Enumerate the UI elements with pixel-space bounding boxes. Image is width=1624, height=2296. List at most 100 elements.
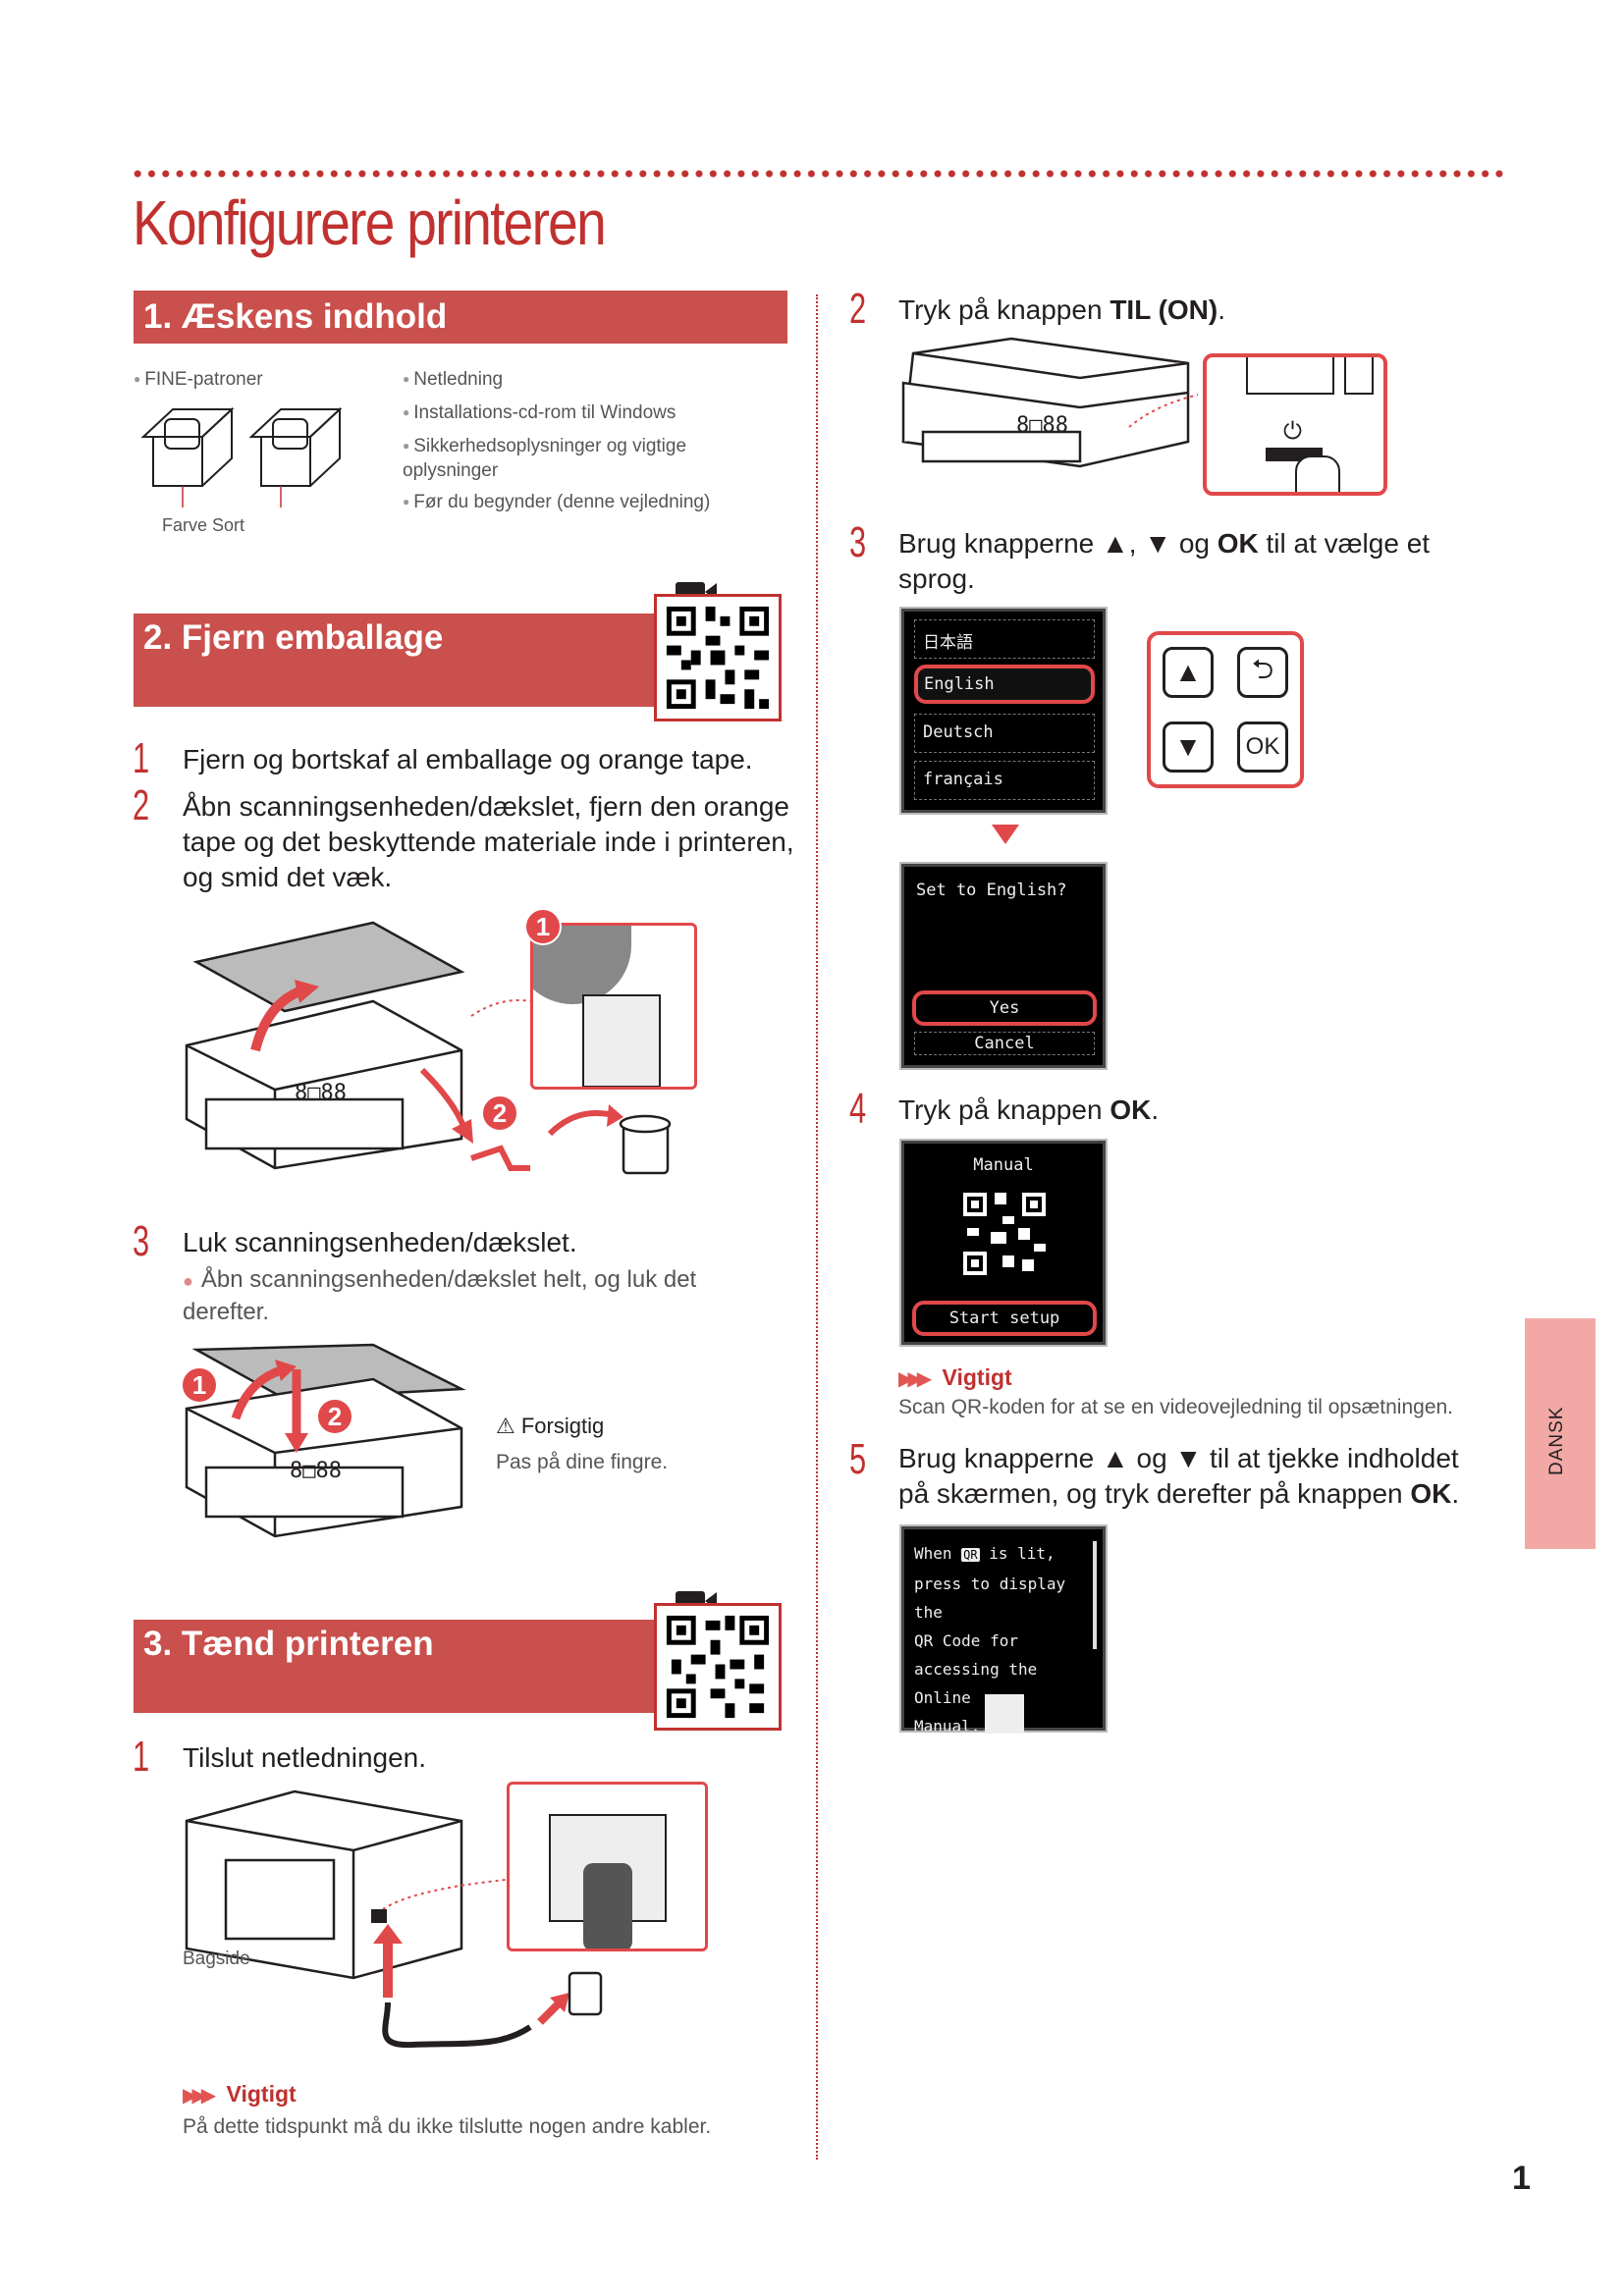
step-text: Tryk på knappen TIL (ON). bbox=[898, 293, 1488, 328]
important-arrows-icon: ▶▶▶ bbox=[898, 1368, 932, 1390]
qr-code-video-packaging[interactable] bbox=[654, 594, 782, 721]
step-text: Fjern og bortskaf al emballage og orange… bbox=[183, 744, 753, 774]
qr-code-video-power[interactable] bbox=[654, 1603, 782, 1731]
section-heading-box-packaging: 2. Fjern emballage bbox=[134, 614, 654, 707]
cartridges-illustration bbox=[140, 406, 343, 507]
page-title: Konfigurere printeren bbox=[133, 187, 607, 258]
detail-inset-power bbox=[507, 1782, 708, 1951]
info-text: is lit, bbox=[979, 1544, 1056, 1563]
cartridge-caption: Farve Sort bbox=[162, 515, 245, 535]
manual-qr bbox=[955, 1185, 1054, 1283]
back-caption: Bagside bbox=[183, 1949, 250, 1969]
info-line: accessing the Online bbox=[914, 1660, 1038, 1707]
svg-text:8□88: 8□88 bbox=[1016, 413, 1068, 438]
important-title-row: ▶▶▶ Vigtigt bbox=[898, 1364, 1012, 1391]
manual-title: Manual bbox=[973, 1155, 1034, 1175]
list-item: Før du begynder (denne vejledning) bbox=[403, 491, 710, 515]
down-button[interactable]: ▼ bbox=[1163, 721, 1214, 773]
list-item: Sikkerhedsoplysninger og vigtige oplysni… bbox=[403, 435, 727, 483]
caution-title: Forsigtig bbox=[520, 1414, 605, 1438]
step-number: 4 bbox=[849, 1085, 867, 1133]
ok-button[interactable]: OK bbox=[1237, 721, 1288, 773]
finger-icon bbox=[1295, 455, 1340, 492]
panel-detail bbox=[1344, 357, 1374, 395]
step-note: ●Åbn scanningsenheden/dækslet helt, og l… bbox=[183, 1266, 697, 1325]
step-text-part: og bbox=[1171, 528, 1218, 559]
language-option[interactable]: français bbox=[914, 761, 1095, 800]
manual-screen: Manual Start setup bbox=[899, 1139, 1108, 1347]
step-text: Tryk på knappen OK. bbox=[898, 1093, 1468, 1128]
power-icon: ⏻ bbox=[1283, 418, 1302, 445]
step-text-part: . bbox=[1451, 1478, 1460, 1509]
step-text-part: Brug knapperne bbox=[898, 528, 1103, 559]
language-label: 日本語 bbox=[923, 633, 973, 653]
caution-text: Pas på dine fingre. bbox=[496, 1451, 669, 1473]
list-item: FINE-patroner bbox=[134, 368, 262, 393]
info-line: When QR is lit, bbox=[914, 1539, 1093, 1570]
callout-badge: 1 bbox=[181, 1366, 218, 1404]
yes-label: Yes bbox=[989, 998, 1020, 1018]
detail-inset-1 bbox=[530, 923, 697, 1090]
step-number: 3 bbox=[133, 1217, 150, 1265]
up-arrow-icon: ▲ bbox=[1102, 528, 1129, 559]
important-text: Scan QR-koden for at se en videovejledni… bbox=[898, 1396, 1454, 1418]
callout-badge: 2 bbox=[481, 1095, 518, 1132]
step-text-part: og bbox=[1128, 1443, 1175, 1473]
section-3-heading: 3. Tænd printeren bbox=[143, 1625, 434, 1663]
step-number: 1 bbox=[133, 734, 150, 782]
up-arrow-icon: ▲ bbox=[1102, 1443, 1129, 1473]
list-item: Installations-cd-rom til Windows bbox=[403, 401, 676, 426]
section-heading-box-contents: 1. Æskens indhold bbox=[134, 291, 787, 344]
step-number: 2 bbox=[133, 781, 150, 829]
step-text-part: til at tjekke indholdet på skærmen, og t… bbox=[898, 1443, 1459, 1509]
printer-front-illustration: 8□88 bbox=[901, 337, 1198, 468]
start-setup-button[interactable]: Start setup bbox=[912, 1301, 1097, 1336]
language-screen: 日本語 English Deutsch français bbox=[899, 607, 1108, 815]
plug-detail bbox=[583, 1863, 632, 1949]
confirm-screen: Set to English? Yes Cancel bbox=[899, 862, 1108, 1070]
mini-qr-icon bbox=[985, 1694, 1024, 1734]
down-triangle-icon bbox=[992, 825, 1019, 844]
important-title: Vigtigt bbox=[942, 1364, 1012, 1390]
svg-text:8□88: 8□88 bbox=[290, 1459, 342, 1483]
info-line: Manual. bbox=[914, 1717, 981, 1735]
open-printer-illustration: 8□88 bbox=[185, 921, 672, 1175]
power-button-inset: ⏻ bbox=[1203, 353, 1387, 496]
language-option[interactable]: 日本語 bbox=[914, 619, 1095, 659]
cancel-button[interactable]: Cancel bbox=[914, 1032, 1095, 1055]
back-button[interactable]: ⮌ bbox=[1237, 647, 1288, 698]
language-option[interactable]: Deutsch bbox=[914, 714, 1095, 753]
step-text: Åbn scanningsenheden/dækslet, fjern den … bbox=[183, 791, 794, 892]
step-number: 3 bbox=[849, 518, 867, 566]
section-2-heading: 2. Fjern emballage bbox=[143, 618, 444, 657]
step-number: 1 bbox=[133, 1733, 150, 1781]
step-number: 5 bbox=[849, 1435, 867, 1483]
caution-title-row: ⚠ Forsigtig bbox=[496, 1414, 604, 1439]
step-text-part: , bbox=[1128, 528, 1145, 559]
step-text-part: Brug knapperne bbox=[898, 1443, 1103, 1473]
scrollbar[interactable] bbox=[1093, 1541, 1097, 1649]
close-printer-illustration: 8□88 bbox=[185, 1343, 466, 1538]
warning-icon: ⚠ bbox=[496, 1414, 515, 1438]
info-line: QR Code for bbox=[914, 1631, 1018, 1650]
down-arrow-icon: ▼ bbox=[1174, 1443, 1203, 1473]
panel-detail bbox=[1246, 357, 1334, 395]
dotted-rule bbox=[131, 169, 1505, 179]
language-label: français bbox=[923, 770, 1003, 789]
yes-button[interactable]: Yes bbox=[912, 990, 1097, 1026]
important-title: Vigtigt bbox=[226, 2081, 297, 2107]
info-line: press to display the bbox=[914, 1575, 1066, 1622]
language-label: Deutsch bbox=[923, 722, 994, 742]
svg-text:8□88: 8□88 bbox=[295, 1081, 347, 1105]
up-button[interactable]: ▲ bbox=[1163, 647, 1214, 698]
power-cord-illustration bbox=[185, 1789, 603, 2049]
confirm-prompt: Set to English? bbox=[916, 881, 1067, 900]
language-label: English bbox=[924, 674, 995, 694]
control-buttons-panel: ▲ ⮌ ▼ OK bbox=[1147, 631, 1304, 788]
step-text: Luk scanningsenheden/dækslet. bbox=[183, 1227, 577, 1257]
step-note-text: Åbn scanningsenheden/dækslet helt, og lu… bbox=[183, 1266, 697, 1325]
qr-indicator-icon: QR bbox=[961, 1548, 980, 1562]
language-option-selected[interactable]: English bbox=[914, 665, 1095, 704]
start-setup-label: Start setup bbox=[948, 1308, 1060, 1328]
column-divider bbox=[816, 294, 818, 2160]
